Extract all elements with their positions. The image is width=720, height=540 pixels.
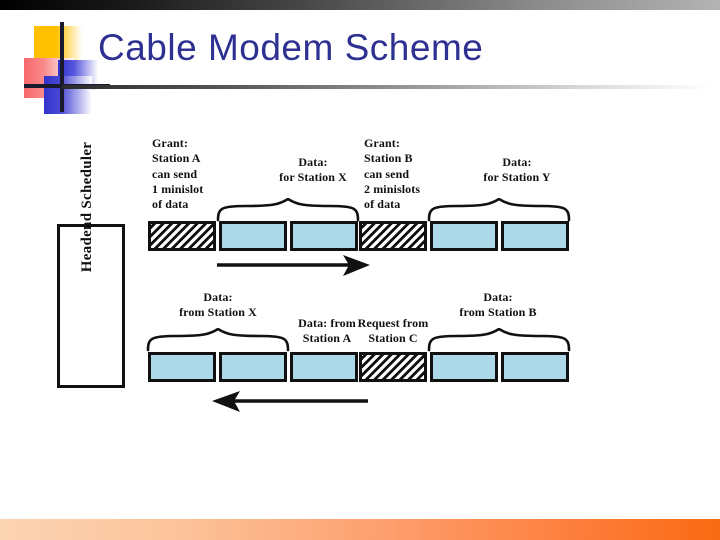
headend-scheduler-box (57, 224, 125, 388)
logo-vertical-line (60, 22, 64, 112)
upstream-label-data-b: Data: from Station B (459, 290, 537, 320)
downstream-brace-data-y (427, 198, 571, 222)
upstream-label-data-x: Data: from Station X (179, 290, 257, 320)
downstream-slot-4 (359, 221, 427, 251)
upstream-arrow (212, 391, 368, 412)
title-underline (62, 85, 712, 89)
downstream-slot-6 (501, 221, 569, 251)
downstream-brace-data-x (216, 198, 360, 222)
downstream-label-grant-b: Grant: Station B can send 2 minislots of… (364, 136, 421, 212)
downstream-label-data-x: Data: for Station X (279, 155, 347, 185)
upstream-slot-3 (290, 352, 358, 382)
logo-blue-block (44, 76, 92, 114)
headend-scheduler-label: Headend Scheduler (79, 141, 96, 273)
upstream-slot-4 (359, 352, 427, 382)
upstream-label-data-a: Data: from Station A (298, 316, 356, 346)
downstream-arrow (217, 255, 370, 276)
upstream-slot-5 (430, 352, 498, 382)
slide-top-bar (0, 0, 720, 10)
upstream-brace-data-x (146, 328, 290, 352)
upstream-label-request-c: Request from Station C (357, 316, 429, 346)
downstream-slot-2 (219, 221, 287, 251)
downstream-slot-5 (430, 221, 498, 251)
upstream-brace-data-b (427, 328, 571, 352)
downstream-label-grant-a: Grant: Station A can send 1 minislot of … (152, 136, 204, 212)
downstream-slot-1 (148, 221, 216, 251)
upstream-slot-2 (219, 352, 287, 382)
upstream-slot-1 (148, 352, 216, 382)
downstream-slot-3 (290, 221, 358, 251)
page-title: Cable Modem Scheme (98, 27, 484, 68)
slide-bottom-bar (0, 519, 720, 540)
upstream-slot-6 (501, 352, 569, 382)
downstream-label-data-y: Data: for Station Y (483, 155, 551, 185)
